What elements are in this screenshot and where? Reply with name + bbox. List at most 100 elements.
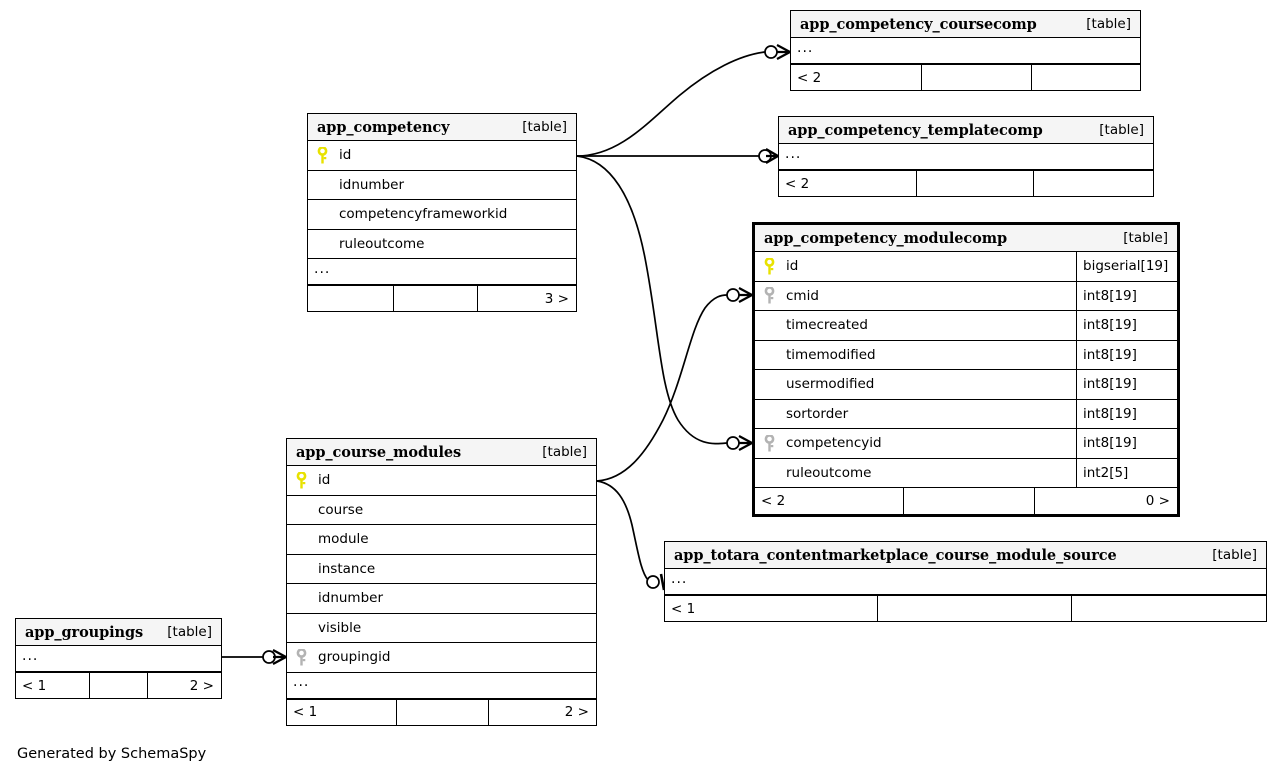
column-type: int8[19] xyxy=(1076,311,1177,340)
table-footer: < 1 xyxy=(665,595,1266,621)
table-type-tag: [table] xyxy=(1086,16,1131,32)
column-name: instance xyxy=(318,560,376,577)
table-title: app_totara_contentmarketplace_course_mod… xyxy=(674,546,1117,564)
column-row[interactable]: ruleoutcome xyxy=(308,229,576,259)
table-app_competency_coursecomp[interactable]: app_competency_coursecomp [table] ... < … xyxy=(790,10,1141,91)
column-name: ruleoutcome xyxy=(786,464,872,481)
footer-child-count xyxy=(1033,171,1153,196)
footer-parent-count: < 2 xyxy=(797,69,822,86)
table-app_course_modules[interactable]: app_course_modules [table] id course xyxy=(286,438,597,726)
columns-ellipsis: ... xyxy=(779,144,1153,170)
columns-ellipsis: ... xyxy=(308,259,576,285)
column-type: bigserial[19] xyxy=(1076,252,1177,281)
column-row[interactable]: module xyxy=(287,525,596,555)
column-row[interactable]: course xyxy=(287,495,596,525)
column-row[interactable]: ruleoutcome int2[5] xyxy=(755,458,1177,488)
column-name: competencyframeworkid xyxy=(339,206,508,223)
column-row[interactable]: usermodified int8[19] xyxy=(755,370,1177,400)
columns-ellipsis: ... xyxy=(16,646,221,672)
table-footer: < 1 2 > xyxy=(16,672,221,698)
edge-competency-to-coursecomp xyxy=(576,44,791,157)
column-name: id xyxy=(786,258,799,275)
column-row[interactable]: visible xyxy=(287,613,596,643)
footer-middle xyxy=(916,171,1033,196)
table-title: app_competency_coursecomp xyxy=(800,15,1037,33)
column-row[interactable]: id xyxy=(287,466,596,496)
footer-parent-count: < 2 xyxy=(761,493,786,509)
column-name: ruleoutcome xyxy=(339,235,425,252)
edge-competency-to-modulecomp-competencyid xyxy=(576,155,753,451)
column-type: int8[19] xyxy=(1076,399,1177,428)
ellipsis-text: ... xyxy=(314,260,331,277)
foreign-key-icon xyxy=(764,287,786,304)
table-type-tag: [table] xyxy=(1123,230,1168,246)
table-header: app_competency [table] xyxy=(308,114,576,141)
columns-ellipsis: ... xyxy=(665,569,1266,595)
column-name: visible xyxy=(318,619,362,636)
table-type-tag: [table] xyxy=(1099,122,1144,138)
column-row[interactable]: instance xyxy=(287,554,596,584)
edge-competency-to-templatecomp xyxy=(577,148,779,164)
footer-middle xyxy=(396,699,488,725)
table-title: app_competency_templatecomp xyxy=(788,121,1043,139)
table-header: app_course_modules [table] xyxy=(287,439,596,466)
column-row[interactable]: timecreated int8[19] xyxy=(755,311,1177,341)
column-row[interactable]: id xyxy=(308,141,576,171)
table-footer: < 2 xyxy=(779,170,1153,196)
footer-child-count: 3 > xyxy=(477,286,576,311)
footer-middle xyxy=(921,65,1031,90)
table-title: app_competency xyxy=(317,118,450,136)
column-name: usermodified xyxy=(786,376,875,393)
footer-child-count: 0 > xyxy=(1034,488,1177,514)
table-title: app_competency_modulecomp xyxy=(764,229,1008,247)
table-header: app_competency_coursecomp [table] xyxy=(791,11,1140,38)
footer-child-count xyxy=(1031,65,1140,90)
primary-key-icon xyxy=(764,257,786,275)
ellipsis-text: ... xyxy=(22,647,39,664)
column-row[interactable]: timemodified int8[19] xyxy=(755,340,1177,370)
footer-middle xyxy=(903,488,1034,514)
table-type-tag: [table] xyxy=(522,119,567,135)
column-type: int2[5] xyxy=(1076,458,1177,487)
table-app_competency_templatecomp[interactable]: app_competency_templatecomp [table] ... … xyxy=(778,116,1154,197)
ellipsis-text: ... xyxy=(293,674,310,690)
column-row[interactable]: groupingid xyxy=(287,643,596,673)
column-row[interactable]: sortorder int8[19] xyxy=(755,399,1177,429)
footer-parent-count: < 1 xyxy=(671,600,696,617)
footer-middle xyxy=(89,673,147,698)
column-row[interactable]: cmid int8[19] xyxy=(755,281,1177,311)
table-header: app_competency_modulecomp [table] xyxy=(755,225,1177,252)
column-row[interactable]: idnumber xyxy=(308,170,576,200)
table-app_competency_modulecomp[interactable]: app_competency_modulecomp [table] id big… xyxy=(752,222,1180,517)
table-type-tag: [table] xyxy=(1212,547,1257,563)
footer-middle xyxy=(877,596,1071,621)
column-type: int8[19] xyxy=(1076,370,1177,399)
footer-parent-count: < 1 xyxy=(293,704,318,720)
table-app_totara_contentmarketplace_course_module_source[interactable]: app_totara_contentmarketplace_course_mod… xyxy=(664,541,1267,622)
column-row[interactable]: id bigserial[19] xyxy=(755,252,1177,282)
column-row[interactable]: competencyid int8[19] xyxy=(755,429,1177,459)
column-row[interactable]: competencyframeworkid xyxy=(308,200,576,230)
footer-child-count: 2 > xyxy=(488,699,596,725)
table-app_groupings[interactable]: app_groupings [table] ... < 1 2 > xyxy=(15,618,222,699)
edge-coursemodules-to-contentmarketplace xyxy=(596,480,666,591)
column-name: id xyxy=(318,472,331,489)
footer-middle xyxy=(393,286,477,311)
column-row[interactable]: idnumber xyxy=(287,584,596,614)
table-app_competency[interactable]: app_competency [table] id idnumber xyxy=(307,113,577,312)
generator-credit: Generated by SchemaSpy xyxy=(17,746,207,762)
column-name: id xyxy=(339,147,352,164)
footer-parent-count xyxy=(308,286,393,311)
column-name: timecreated xyxy=(786,317,868,334)
column-name: module xyxy=(318,531,369,548)
table-footer: < 2 0 > xyxy=(755,488,1177,514)
columns-ellipsis: ... xyxy=(791,38,1140,64)
column-name: idnumber xyxy=(339,176,405,193)
column-type: int8[19] xyxy=(1076,340,1177,369)
edge-coursemodules-to-modulecomp-cmid xyxy=(596,287,753,482)
footer-child-count xyxy=(1071,596,1266,621)
ellipsis-text: ... xyxy=(785,145,802,162)
column-name: sortorder xyxy=(786,405,849,422)
table-footer: 3 > xyxy=(308,285,576,311)
